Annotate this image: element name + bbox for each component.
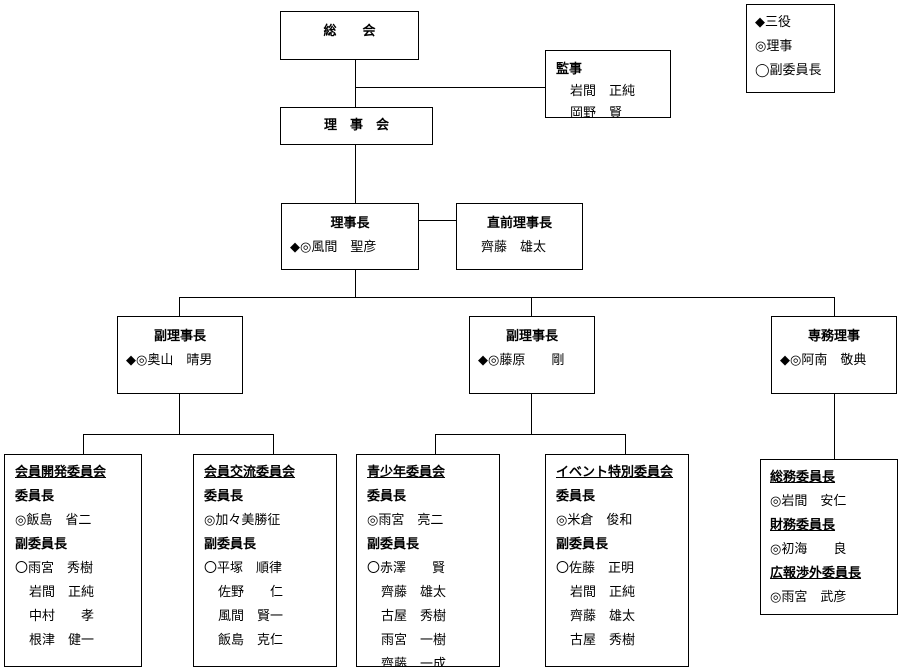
- connector: [355, 145, 356, 203]
- member-name: 岩間 正純: [29, 585, 95, 600]
- connector: [179, 394, 180, 434]
- connector: [83, 434, 84, 454]
- connector: [834, 394, 835, 459]
- member-name: 古屋 秀樹: [570, 633, 636, 648]
- chair-name: ◎飯島 省二: [15, 513, 92, 528]
- member-name: 齊藤 雄太: [570, 609, 636, 624]
- vice-chair-name: 〇赤澤 賢: [367, 561, 446, 576]
- vice-chair-label: 副委員長: [204, 537, 257, 552]
- member-name: 飯島 克仁: [218, 633, 284, 648]
- pr-chair-title: 広報渉外委員長: [770, 566, 862, 581]
- connector: [418, 220, 457, 221]
- past-president-name: 齊藤 雄太: [481, 240, 547, 255]
- auditor-member: 岡野 賢: [570, 106, 623, 118]
- vice-chair-name: 〇平塚 順律: [204, 561, 283, 576]
- committee-box: 会員開発委員会 委員長 ◎飯島 省二 副委員長 〇雨宮 秀樹 岩間 正純 中村 …: [4, 454, 142, 667]
- auditor-box: 監事 岩間 正純 岡野 賢: [545, 50, 671, 118]
- connector: [435, 434, 625, 435]
- member-name: 雨宮 一樹: [381, 633, 447, 648]
- connector: [355, 270, 356, 297]
- legend-item-vice-chairs: ◯副委員長: [755, 63, 822, 78]
- member-name: 齊藤 雄太: [381, 585, 447, 600]
- legend-item-directors: ◎理事: [755, 39, 793, 54]
- president-name: ◆◎風間 聖彦: [290, 240, 377, 255]
- vice-president-name: ◆◎藤原 剛: [478, 353, 565, 368]
- auditor-title: 監事: [556, 62, 583, 77]
- board-box: 理 事 会: [280, 107, 433, 145]
- chair-name: ◎雨宮 亮二: [367, 513, 444, 528]
- member-name: 佐野 仁: [218, 585, 284, 600]
- chair-label: 委員長: [367, 489, 407, 504]
- committee-title: イベント特別委員会: [556, 465, 674, 480]
- connector: [179, 297, 180, 317]
- president-box: 理事長 ◆◎風間 聖彦: [281, 203, 419, 270]
- pr-chair-name: ◎雨宮 武彦: [770, 590, 847, 605]
- chair-name: ◎加々美勝征: [204, 513, 281, 528]
- connector: [435, 434, 436, 454]
- executive-director-box: 専務理事 ◆◎阿南 敬典: [771, 316, 897, 394]
- committee-title: 青少年委員会: [367, 465, 446, 480]
- connector: [355, 87, 545, 88]
- general-affairs-box: 総務委員長 ◎岩間 安仁 財務委員長 ◎初海 良 広報渉外委員長 ◎雨宮 武彦: [760, 459, 898, 615]
- connector: [83, 434, 273, 435]
- finance-chair-name: ◎初海 良: [770, 542, 847, 557]
- auditor-member: 岩間 正純: [570, 84, 636, 99]
- vice-chair-label: 副委員長: [15, 537, 68, 552]
- general-affairs-chair-name: ◎岩間 安仁: [770, 494, 847, 509]
- member-name: 齊藤 一成: [381, 657, 447, 667]
- committee-title: 会員交流委員会: [204, 465, 296, 480]
- committee-title: 会員開発委員会: [15, 465, 107, 480]
- chair-label: 委員長: [204, 489, 244, 504]
- connector: [179, 297, 835, 298]
- vice-president-box: 副理事長 ◆◎藤原 剛: [469, 316, 595, 394]
- connector: [531, 297, 532, 317]
- executive-director-name: ◆◎阿南 敬典: [780, 353, 867, 368]
- chair-name: ◎米倉 俊和: [556, 513, 633, 528]
- committee-box: イベント特別委員会 委員長 ◎米倉 俊和 副委員長 〇佐藤 正明 岩間 正純 齊…: [545, 454, 689, 667]
- finance-chair-title: 財務委員長: [770, 518, 836, 533]
- committee-box: 会員交流委員会 委員長 ◎加々美勝征 副委員長 〇平塚 順律 佐野 仁 風間 賢…: [193, 454, 337, 667]
- member-name: 根津 健一: [29, 633, 95, 648]
- past-president-title: 直前理事長: [486, 216, 552, 231]
- connector: [834, 297, 835, 317]
- committee-box: 青少年委員会 委員長 ◎雨宮 亮二 副委員長 〇赤澤 賢 齊藤 雄太 古屋 秀樹…: [356, 454, 500, 667]
- legend-item-officers: ◆三役: [755, 15, 791, 30]
- president-title: 理事長: [330, 216, 370, 231]
- member-name: 岩間 正純: [570, 585, 636, 600]
- executive-director-title: 専務理事: [807, 329, 860, 344]
- connector: [355, 60, 356, 107]
- vice-chair-label: 副委員長: [556, 537, 609, 552]
- board-title: 理 事 会: [323, 118, 389, 133]
- vice-president-name: ◆◎奥山 晴男: [126, 353, 213, 368]
- chair-label: 委員長: [15, 489, 55, 504]
- chair-label: 委員長: [556, 489, 596, 504]
- vice-chair-label: 副委員長: [367, 537, 420, 552]
- vice-chair-name: 〇佐藤 正明: [556, 561, 635, 576]
- connector: [273, 434, 274, 454]
- vice-president-title: 副理事長: [505, 329, 558, 344]
- general-assembly-title: 総 会: [323, 24, 376, 39]
- general-assembly-box: 総 会: [280, 11, 419, 60]
- vice-chair-name: 〇雨宮 秀樹: [15, 561, 94, 576]
- vice-president-title: 副理事長: [153, 329, 206, 344]
- member-name: 古屋 秀樹: [381, 609, 447, 624]
- general-affairs-chair-title: 総務委員長: [770, 470, 836, 485]
- member-name: 中村 孝: [29, 609, 95, 624]
- vice-president-box: 副理事長 ◆◎奥山 晴男: [117, 316, 243, 394]
- past-president-box: 直前理事長 齊藤 雄太: [456, 203, 583, 270]
- member-name: 風間 賢一: [218, 609, 284, 624]
- connector: [625, 434, 626, 454]
- legend: ◆三役 ◎理事 ◯副委員長: [746, 4, 835, 93]
- connector: [531, 394, 532, 434]
